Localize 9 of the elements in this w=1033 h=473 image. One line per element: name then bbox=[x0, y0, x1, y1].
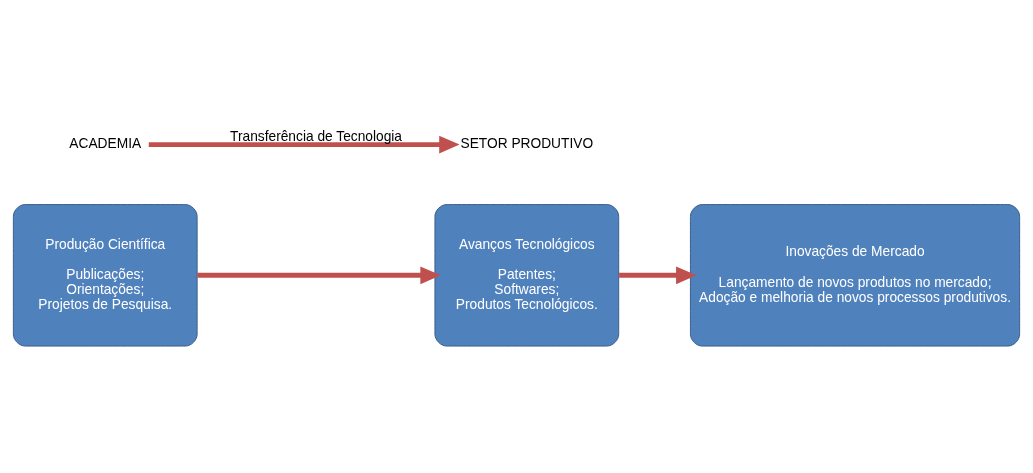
arrow bbox=[197, 266, 441, 285]
node-box: Inovações de Mercado Lançamento de novos produtos no mercado; Adoção e melhoria de novos processos produtivos. bbox=[689, 204, 1021, 347]
arrow bbox=[619, 266, 697, 285]
node-box: Avanços Tecnológicos Patentes; Softwares; Produtos Tecnológicos. bbox=[434, 204, 620, 347]
edge-label: Transferência de Tecnologia bbox=[230, 128, 403, 144]
node-text: SETOR PRODUTIVO bbox=[460, 136, 594, 152]
arrow bbox=[148, 135, 460, 154]
node-text: ACADEMIA bbox=[69, 136, 142, 152]
node-box: Produção Científica Publicações; Orientações; Projetos de Pesquisa. bbox=[12, 204, 198, 347]
